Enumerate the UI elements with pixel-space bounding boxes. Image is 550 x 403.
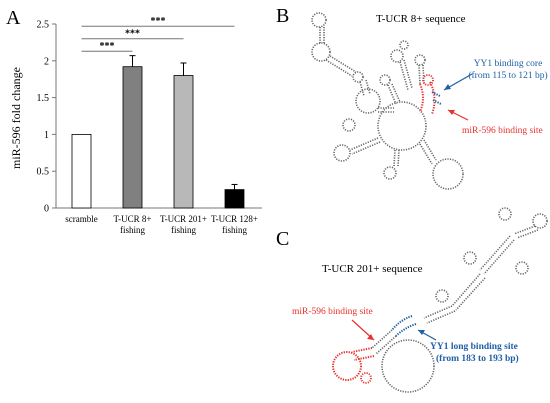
annotation-yy1-core-range: (from 115 to 121 bp): [468, 70, 547, 81]
x-tick-label: fishing: [120, 225, 146, 235]
bar: [224, 189, 245, 209]
arrowhead-icon: [418, 330, 425, 335]
y-tick-label: 0.5: [37, 167, 50, 178]
significance-label: ***: [125, 29, 140, 40]
arrowhead-icon: [444, 84, 451, 90]
x-tick-label: fishing: [171, 225, 197, 235]
x-tick-label: T-UCR 128+: [211, 214, 258, 224]
rna-structure-b: [311, 12, 464, 190]
y-tick-label: 0: [44, 204, 49, 215]
annotation-mir596-site-c: miR-596 binding site: [292, 307, 373, 317]
arrowhead-icon: [448, 110, 455, 115]
panel-b-letter: B: [276, 5, 289, 27]
panel-b-annotations: YY1 binding core (from 115 to 121 bp) mi…: [443, 59, 548, 136]
annotation-yy1-core: YY1 binding core: [474, 59, 543, 69]
bar-chart: miR-596 fold change 0 0.5 1 1.5 2 2.5 scramble…: [9, 16, 262, 235]
y-axis-label: miR-596 fold change: [9, 67, 23, 169]
rna-structure-c: [332, 207, 548, 393]
bar: [122, 66, 143, 209]
x-tick-label: fishing: [222, 225, 248, 235]
bar: [71, 133, 92, 209]
x-tick-label: scramble: [65, 214, 97, 224]
panel-c-title: T-UCR 201+ sequence: [322, 263, 423, 275]
panel-c-annotations: miR-596 binding site YY1 long binding si…: [292, 307, 519, 364]
significance-label: ***: [100, 41, 115, 52]
x-tick-label: T-UCR 201+: [160, 214, 207, 224]
y-tick-label: 2: [44, 56, 49, 67]
panel-b-title: T-UCR 8+ sequence: [376, 13, 466, 25]
panel-c-letter: C: [276, 228, 289, 250]
panel-a-letter: A: [6, 7, 21, 29]
significance-label: ***: [151, 16, 166, 27]
y-tick-label: 2.5: [37, 20, 50, 31]
y-tick-label: 1.5: [37, 93, 50, 104]
arrowhead-icon: [367, 334, 374, 340]
annotation-yy1-long: YY1 long binding site: [430, 342, 518, 352]
annotation-mir596-site: miR-596 binding site: [462, 126, 543, 136]
annotation-yy1-long-range: (from 183 to 193 bp): [436, 353, 519, 364]
x-tick-label: T-UCR 8+: [114, 214, 152, 224]
bar: [173, 75, 194, 209]
y-tick-label: 1: [44, 130, 49, 141]
